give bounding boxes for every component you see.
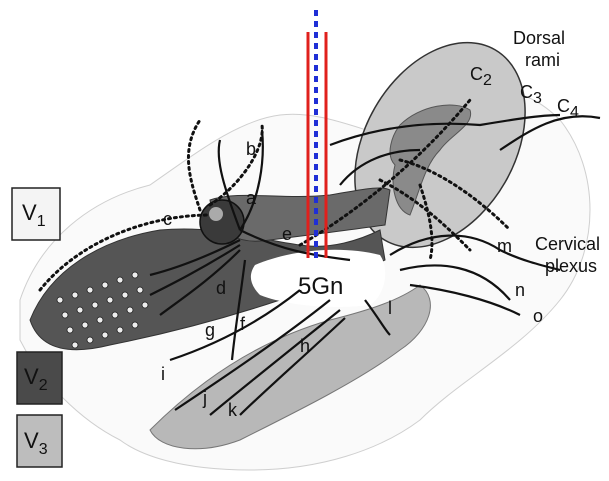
branch-a: a bbox=[246, 188, 257, 208]
branch-o: o bbox=[533, 306, 543, 326]
branch-n: n bbox=[515, 280, 525, 300]
branch-e: e bbox=[282, 224, 292, 244]
branch-g: g bbox=[205, 320, 215, 340]
branch-j: j bbox=[202, 388, 207, 408]
eye-highlight bbox=[209, 207, 223, 221]
dorsal-label-line1: Dorsal bbox=[513, 28, 565, 48]
branch-h: h bbox=[300, 336, 310, 356]
branch-d: d bbox=[216, 278, 226, 298]
cervical-label-line1: Cervical bbox=[535, 234, 600, 254]
branch-i: i bbox=[161, 364, 165, 384]
branch-b: b bbox=[246, 139, 256, 159]
branch-m: m bbox=[497, 236, 512, 256]
ganglion-label: 5Gn bbox=[298, 273, 343, 300]
dorsal-label-line2: rami bbox=[525, 50, 560, 70]
branch-c: c bbox=[163, 209, 172, 229]
branch-l: l bbox=[388, 298, 392, 318]
branch-k: k bbox=[228, 400, 238, 420]
cervical-label-line2: plexus bbox=[545, 256, 597, 276]
